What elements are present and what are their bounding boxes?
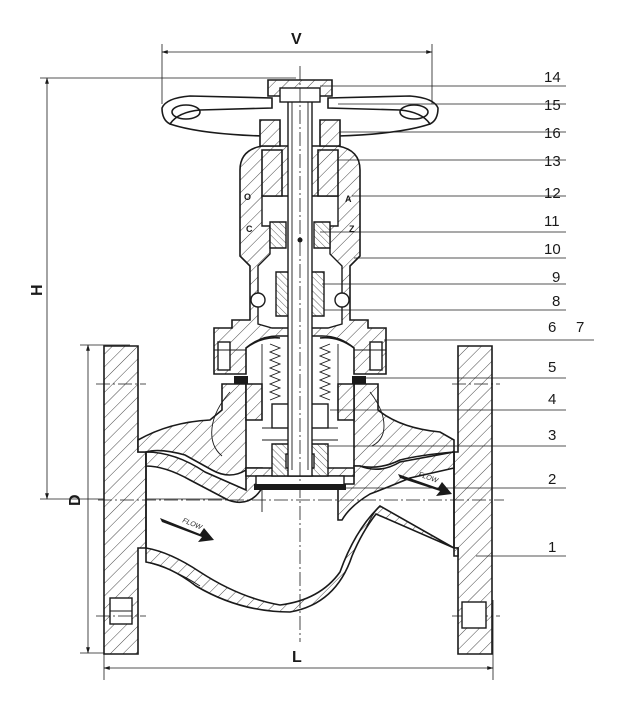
- part-label-10: 10: [544, 241, 561, 258]
- part-label-13: 13: [544, 153, 561, 170]
- flow-arrow-inlet: FLOW: [160, 517, 214, 542]
- part-label-7: 7: [576, 319, 584, 336]
- part-label-11: 11: [544, 213, 560, 230]
- part-label-8: 8: [552, 293, 560, 310]
- body-mark-right-upper: A: [345, 194, 352, 204]
- part-labels: 14 15 16 13 12 11 10 9 8 6 7 5 4 3 2 1: [544, 69, 584, 556]
- dimension-d-label: D: [67, 494, 84, 506]
- part-label-1: 1: [548, 539, 556, 556]
- part-label-9: 9: [552, 269, 560, 286]
- dimension-h-label: H: [29, 284, 46, 296]
- part-label-2: 2: [548, 471, 556, 488]
- part-label-6: 6: [548, 319, 556, 336]
- handwheel: [161, 79, 439, 147]
- part-label-4: 4: [548, 391, 556, 408]
- stem-pin: [297, 237, 303, 243]
- leader-lines: [320, 85, 594, 557]
- dimension-l-label: L: [292, 649, 302, 666]
- bellows-assembly: [234, 343, 366, 441]
- part-label-12: 12: [544, 185, 561, 202]
- part-label-5: 5: [548, 359, 556, 376]
- body-mark-right-lower: Z: [349, 224, 355, 234]
- dimension-h: H: [29, 77, 296, 500]
- part-label-15: 15: [544, 97, 561, 114]
- part-label-14: 14: [544, 69, 561, 86]
- body-mark-left-lower: C: [246, 224, 253, 234]
- body-mark-left-upper: O: [244, 192, 251, 202]
- part-label-16: 16: [544, 125, 561, 142]
- dimension-l: L: [103, 600, 494, 680]
- part-label-3: 3: [548, 427, 556, 444]
- dimension-v-label: V: [291, 31, 302, 48]
- dimension-v: V: [161, 31, 433, 104]
